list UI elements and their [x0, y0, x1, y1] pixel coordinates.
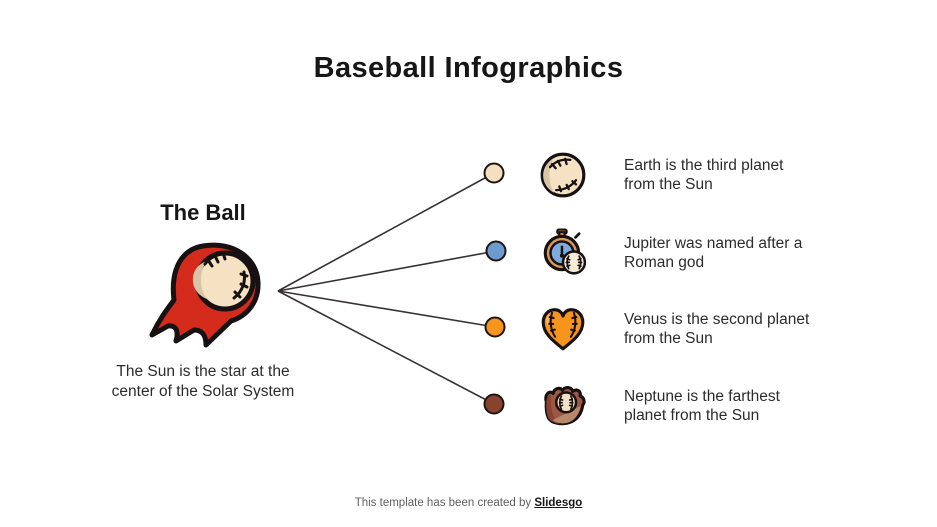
- connector-line: [277, 172, 495, 292]
- item-text: Earth is the third planet from the Sun: [624, 156, 784, 194]
- list-item: Jupiter was named after a Roman god: [538, 227, 918, 279]
- node-dot: [485, 240, 507, 262]
- node-dot: [483, 393, 505, 415]
- item-text: Neptune is the farthest planet from the …: [624, 387, 780, 425]
- connector-line: [277, 290, 496, 328]
- list-item: Earth is the third planet from the Sun: [538, 149, 918, 201]
- connector-line: [277, 290, 495, 405]
- connector-line: [277, 250, 497, 292]
- node-dot: [484, 316, 506, 338]
- item-text: Venus is the second planet from the Sun: [624, 310, 810, 348]
- node-dot: [483, 162, 505, 184]
- list-item: Neptune is the farthest planet from the …: [538, 380, 918, 432]
- page-title: Baseball Infographics: [313, 52, 624, 84]
- footer-text: This template has been created by: [354, 497, 535, 509]
- footer-credit: This template has been created by Slides…: [0, 497, 937, 509]
- heart-baseball-icon: [541, 308, 585, 351]
- slidesgo-link[interactable]: Slidesgo: [534, 497, 583, 509]
- glove-baseball-icon: [544, 386, 586, 426]
- section-heading: The Ball: [160, 200, 246, 225]
- baseball-icon: [540, 152, 586, 198]
- item-text: Jupiter was named after a Roman god: [624, 234, 803, 272]
- stopwatch-baseball-icon: [543, 228, 587, 275]
- list-item: Venus is the second planet from the Sun: [538, 303, 918, 355]
- flaming-baseball-icon: [149, 242, 261, 348]
- section-description: The Sun is the star at the center of the…: [111, 363, 295, 400]
